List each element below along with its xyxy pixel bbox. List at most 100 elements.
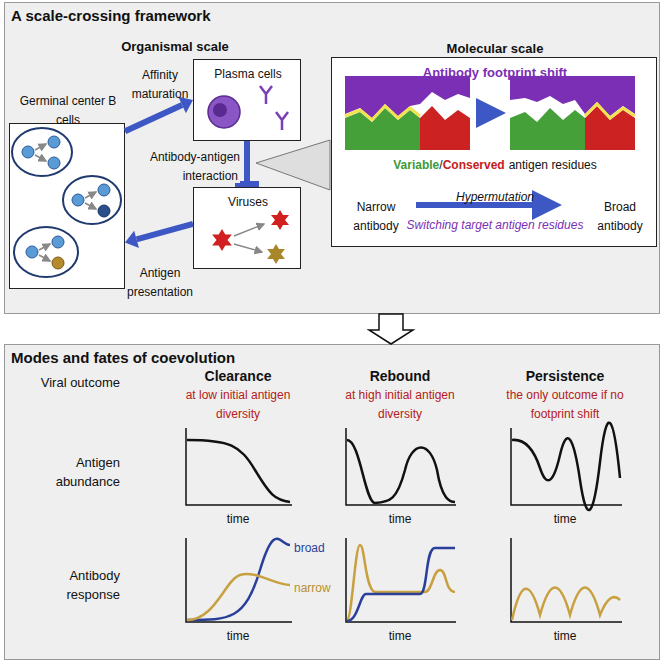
edge-label-slot: Antibody-antigen interaction — [132, 146, 240, 184]
virus-icons-part — [234, 244, 262, 252]
row-label-slot: Antigen abundance — [36, 452, 120, 490]
connector — [125, 97, 193, 131]
plasma-cell-part — [260, 86, 272, 104]
chart-axes-part — [346, 428, 456, 505]
node-text: Variable — [393, 158, 439, 172]
node-text: antigen residues — [509, 158, 597, 172]
edge-label: Affinity maturation — [132, 68, 189, 101]
germinal-center-part — [63, 176, 121, 224]
row-label: Antigen abundance — [56, 455, 120, 489]
outcome-note-slot: the only outcome if no footprint shift — [502, 384, 628, 422]
axis-label: time — [389, 512, 412, 526]
germinal-center-part — [26, 246, 38, 258]
node-text: Narrow antibody — [353, 200, 398, 233]
node-heading-slot: Molecular scale — [395, 38, 595, 57]
node-text-slot: Hypermutation — [425, 186, 565, 205]
chart-axes-part — [186, 538, 292, 622]
plasma-cell-part — [276, 112, 288, 130]
footprint-landscape-part — [416, 202, 556, 208]
section-heading-slot: Organismal scale — [95, 36, 255, 55]
node-heading-slot: Germinal center B cells — [10, 90, 126, 128]
virus-icons-part — [234, 224, 264, 236]
callout-wedge-part — [256, 140, 330, 190]
curve-label-slot: narrow — [294, 577, 338, 596]
outcome-note-slot: at high initial antigen diversity — [342, 384, 458, 422]
axis-label-slot: time — [535, 508, 595, 527]
outcome-note: at high initial antigen diversity — [345, 388, 454, 421]
column-heading-slot: Persistence — [505, 366, 625, 385]
germinal-center-box: Germinal center B cells — [9, 123, 125, 289]
node-text-slot: Switching target antigen residues — [400, 214, 590, 233]
axis-label: time — [554, 629, 577, 643]
node-heading: Plasma cells — [214, 67, 281, 81]
plasma-cell — [208, 86, 288, 130]
node-text-slot: Broad antibody — [588, 196, 652, 234]
row-label: Viral outcome — [41, 375, 120, 390]
virus-icons-part — [271, 210, 289, 230]
node-text: Hypermutation — [456, 190, 534, 204]
axis-label-slot: time — [370, 508, 430, 527]
inhibition-bar — [235, 181, 259, 187]
node-text: Broad antibody — [597, 200, 642, 233]
germinal-center-part — [48, 136, 60, 148]
connector-line — [137, 224, 193, 239]
footprint-landscape-part — [420, 106, 470, 150]
connector — [235, 141, 259, 184]
curve-label: narrow — [294, 581, 331, 595]
node-heading-slot: Plasma cells — [196, 63, 300, 82]
text-row: Variable/Conservedantigen residues — [340, 158, 650, 172]
germinal-center-part — [85, 192, 96, 198]
axis-label: time — [227, 512, 250, 526]
molecular-box: Molecular scaleAntibody footprint shiftV… — [331, 57, 657, 247]
node-text: Switching target antigen residues — [407, 218, 584, 232]
germinal-center — [12, 128, 121, 277]
outcome-note: the only outcome if no footprint shift — [506, 388, 623, 421]
axis-label-slot: time — [208, 508, 268, 527]
footprint-landscape-part — [345, 108, 420, 150]
axis-label-slot: time — [208, 625, 268, 644]
block-arrow — [369, 314, 413, 344]
footprint-landscape — [345, 76, 635, 205]
edge-label-slot: Affinity maturation — [125, 64, 195, 102]
footprint-landscape-part — [345, 106, 420, 120]
antigen-curves-part — [347, 440, 455, 503]
virus-icons-part — [267, 244, 285, 264]
row-label: Antibody response — [67, 568, 120, 602]
node-text-slot: Antibody footprint shift — [345, 62, 645, 81]
row-label-slot: Antibody response — [36, 565, 120, 603]
germinal-center-part — [39, 244, 50, 250]
germinal-center-part — [35, 155, 46, 161]
germinal-center-part — [39, 255, 50, 261]
footprint-landscape-part — [510, 108, 585, 150]
curve-label: broad — [294, 541, 325, 555]
node-heading-slot: Viruses — [196, 191, 300, 210]
node-heading: A scale-crossing framework — [11, 7, 211, 24]
column-heading-slot: Clearance — [178, 366, 298, 385]
curve-label-slot: broad — [294, 537, 334, 556]
edge-label: Antigen presentation — [127, 266, 193, 299]
connector — [369, 314, 413, 344]
germinal-center-part — [48, 157, 60, 169]
footprint-landscape-part — [345, 76, 470, 118]
antibody-curves-part — [187, 539, 290, 620]
virus-icons — [212, 210, 289, 264]
virus-icons-part — [212, 229, 232, 251]
virus-box: Viruses — [193, 187, 301, 269]
arrowhead — [125, 231, 139, 248]
node-heading-slot: A scale-crossing framework — [11, 6, 411, 25]
chart-axes — [186, 428, 622, 622]
column-heading-slot: Rebound — [340, 366, 460, 385]
section-heading: Organismal scale — [121, 39, 229, 54]
outcome-note: at low initial antigen diversity — [186, 388, 291, 421]
connector — [125, 224, 193, 248]
axis-label: time — [554, 512, 577, 526]
node-heading: Modes and fates of coevolution — [11, 349, 235, 366]
antibody-curves — [187, 539, 620, 621]
antibody-curves-part — [347, 548, 455, 621]
plasma-cell-part — [213, 103, 227, 117]
column-heading: Persistence — [526, 368, 605, 384]
node-heading: Viruses — [228, 195, 268, 209]
footprint-landscape-part — [476, 110, 500, 116]
germinal-center-part — [98, 184, 110, 196]
axis-label-slot: time — [370, 625, 430, 644]
